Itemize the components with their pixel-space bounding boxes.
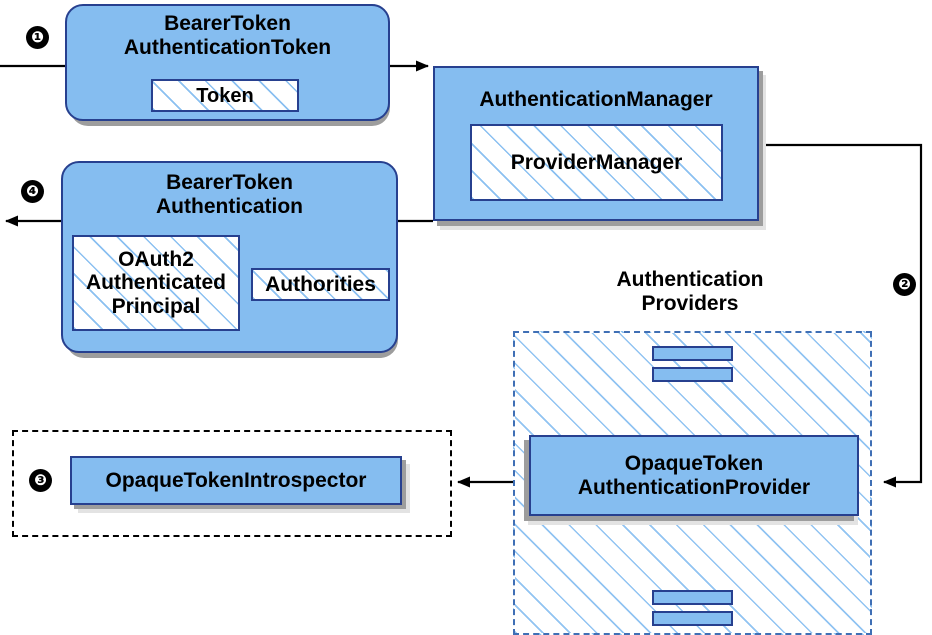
step-badge-3-label: ❸ [34, 471, 47, 489]
step-badge-2-label: ❷ [898, 275, 911, 293]
step-badge-4: ❹ [21, 180, 44, 203]
bearer-token-authentication-token-label-line1: BearerToken [164, 12, 291, 35]
provider-stack-bar-top-1 [652, 346, 733, 361]
token-inner-box: Token [151, 79, 299, 112]
oauth2-authenticated-principal-box: OAuth2 Authenticated Principal [72, 235, 240, 331]
step-badge-1-label: ❶ [31, 28, 44, 46]
provider-stack-bar-bottom-2 [652, 611, 733, 626]
opaque-token-introspector-label: OpaqueTokenIntrospector [105, 468, 367, 492]
step-badge-1: ❶ [26, 26, 49, 49]
opaque-token-authentication-provider[interactable]: OpaqueToken AuthenticationProvider [529, 435, 859, 516]
step-badge-2: ❷ [893, 273, 916, 296]
authentication-providers-caption-line1: Authentication [616, 268, 764, 291]
opaque-token-introspector[interactable]: OpaqueTokenIntrospector [70, 456, 402, 505]
step-badge-3: ❸ [29, 469, 52, 492]
provider-stack-bar-bottom-1 [652, 590, 733, 605]
bearer-token-authentication-label-line1: BearerToken [166, 171, 293, 194]
provider-stack-bar-top-2 [652, 367, 733, 382]
bearer-token-authentication-label-line2: Authentication [156, 194, 303, 218]
oauth2-authenticated-principal-line2: Authenticated [85, 271, 226, 295]
bearer-token-authentication-token-label-line2: AuthenticationToken [123, 35, 332, 59]
opaque-token-authentication-provider-label-line1: OpaqueToken [624, 451, 764, 475]
oauth2-authenticated-principal-line3: Principal [111, 294, 201, 318]
introspector-group [12, 430, 452, 537]
authorities-box: Authorities [251, 268, 390, 301]
authorities-label: Authorities [265, 272, 376, 296]
provider-manager-label: ProviderManager [510, 150, 683, 174]
token-inner-label: Token [196, 84, 254, 107]
authentication-providers-caption: Authentication Providers [570, 268, 810, 315]
authentication-providers-caption-line2: Providers [641, 291, 739, 315]
authentication-manager-label: AuthenticationManager [479, 88, 713, 111]
oauth2-authenticated-principal-line1: OAuth2 [118, 248, 194, 272]
step-badge-4-label: ❹ [26, 182, 39, 200]
provider-manager-inner-box: ProviderManager [470, 124, 723, 201]
opaque-token-authentication-provider-label-line2: AuthenticationProvider [577, 475, 811, 499]
